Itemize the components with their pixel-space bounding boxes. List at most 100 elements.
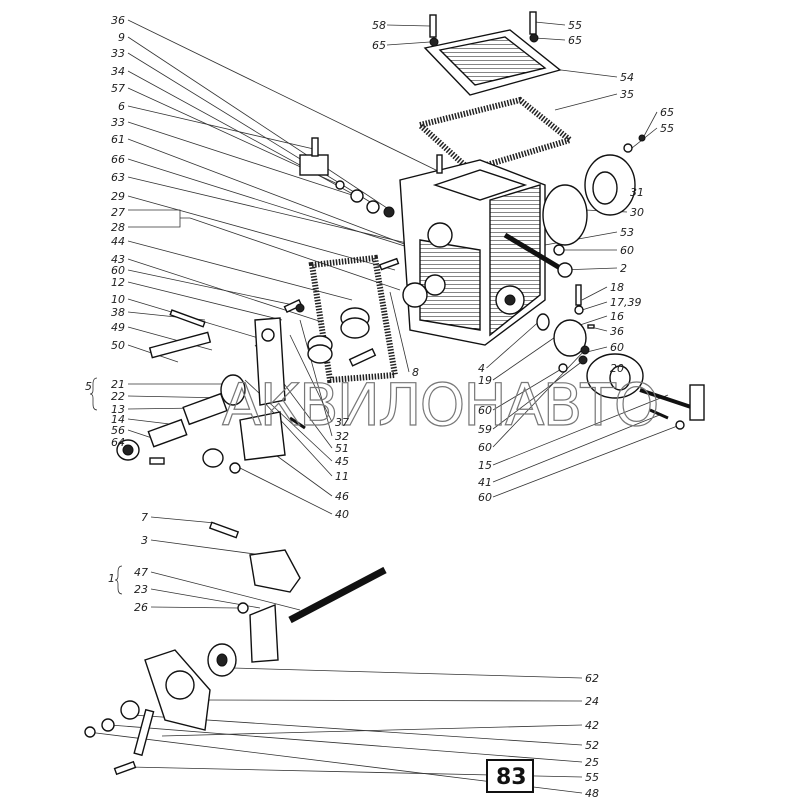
leader-line bbox=[492, 349, 586, 448]
leader-line bbox=[127, 240, 353, 301]
leader-line bbox=[486, 317, 544, 369]
gearbox-housing bbox=[399, 154, 546, 346]
callout-label: 55 bbox=[568, 19, 582, 32]
callout-label: 30 bbox=[630, 206, 644, 219]
callout-label: 51 bbox=[335, 442, 349, 455]
top-cover bbox=[413, 11, 577, 174]
callout-label: 60 bbox=[610, 341, 624, 354]
callout-label: 38 bbox=[111, 306, 125, 319]
callout-label: 59 bbox=[478, 423, 492, 436]
callout-label: 7 bbox=[141, 511, 148, 524]
leader-line bbox=[289, 334, 333, 423]
leader-line bbox=[492, 413, 663, 483]
leader-line bbox=[127, 176, 416, 246]
callout-label: 55 bbox=[660, 122, 674, 135]
leader-line bbox=[232, 667, 583, 679]
callout-label: 16 bbox=[610, 310, 624, 323]
leader-line bbox=[150, 516, 216, 524]
side-cover bbox=[503, 134, 646, 278]
leader-line bbox=[150, 571, 301, 611]
small-parts-upper bbox=[283, 137, 395, 314]
leader-line bbox=[127, 105, 319, 151]
leader-line bbox=[204, 699, 583, 702]
leader-line bbox=[534, 21, 566, 26]
leader-line bbox=[109, 724, 583, 763]
bolt-55 bbox=[529, 11, 537, 35]
group-label-5: 5 bbox=[85, 380, 92, 393]
callout-label: 62 bbox=[585, 672, 599, 685]
callout-label: 65 bbox=[568, 34, 582, 47]
leader-line bbox=[127, 19, 441, 173]
leader-line bbox=[131, 714, 583, 746]
callout-label: 41 bbox=[478, 476, 492, 489]
callout-label: 60 bbox=[478, 491, 492, 504]
leader-line bbox=[150, 539, 263, 556]
leader-line bbox=[492, 424, 681, 498]
callout-label: 36 bbox=[610, 325, 624, 338]
callout-label: 27 bbox=[111, 206, 125, 219]
shaft-assembly bbox=[84, 521, 387, 776]
callout-label: 60 bbox=[111, 264, 125, 277]
callout-label: 6 bbox=[118, 100, 125, 113]
callout-label: 22 bbox=[111, 390, 125, 403]
callout-label: 53 bbox=[620, 226, 634, 239]
leader-line bbox=[299, 319, 333, 437]
callout-label: 65 bbox=[372, 39, 386, 52]
leader-line bbox=[150, 606, 239, 609]
leader-line bbox=[127, 36, 391, 211]
leader-line bbox=[389, 291, 410, 373]
callout-label: 12 bbox=[111, 276, 125, 289]
callout-label: 4 bbox=[478, 362, 485, 375]
callout-label: 33 bbox=[111, 47, 125, 60]
leader-line bbox=[642, 111, 658, 139]
right-lever-assembly bbox=[536, 284, 705, 430]
leader-line bbox=[594, 327, 608, 332]
leader-line bbox=[239, 467, 333, 515]
callout-label: 33 bbox=[111, 116, 125, 129]
leader-line bbox=[386, 24, 431, 27]
callout-label: 50 bbox=[111, 339, 125, 352]
callout-label: 15 bbox=[478, 459, 492, 472]
group-brace-1 bbox=[114, 565, 123, 595]
leader-line bbox=[127, 70, 361, 199]
callout-label: 60 bbox=[478, 404, 492, 417]
leader-line bbox=[586, 346, 608, 353]
callout-label: 61 bbox=[111, 133, 125, 146]
leader-line bbox=[492, 394, 669, 466]
callout-label: 25 bbox=[585, 756, 599, 769]
callout-label: 55 bbox=[585, 771, 599, 784]
group-brace-5 bbox=[89, 377, 98, 411]
leader-line bbox=[127, 269, 299, 307]
leader-line bbox=[581, 286, 608, 301]
callout-label: 43 bbox=[111, 253, 125, 266]
callout-label: 40 bbox=[335, 508, 349, 521]
callout-label: 60 bbox=[620, 244, 634, 257]
callout-label: 66 bbox=[111, 153, 125, 166]
callout-label: 56 bbox=[111, 424, 125, 437]
callout-label: 34 bbox=[111, 65, 125, 78]
callout-labels: 3693334576336166632927284443601210384950… bbox=[111, 14, 674, 800]
leader-line bbox=[534, 37, 566, 41]
callout-label: 10 bbox=[111, 293, 125, 306]
callout-label: 20 bbox=[610, 362, 624, 375]
callout-label: 2 bbox=[620, 262, 627, 275]
callout-label: 63 bbox=[111, 171, 125, 184]
callout-label: 45 bbox=[335, 455, 349, 468]
leader-line bbox=[492, 359, 585, 430]
callout-label: 32 bbox=[335, 430, 349, 443]
callout-label: 24 bbox=[585, 695, 599, 708]
callout-label: 14 bbox=[111, 413, 125, 426]
callout-label: 13 bbox=[111, 403, 125, 416]
callout-label: 58 bbox=[372, 19, 386, 32]
callout-label: 46 bbox=[335, 490, 349, 503]
leader-line bbox=[492, 367, 564, 411]
callout-label: 60 bbox=[478, 441, 492, 454]
leader-line bbox=[581, 301, 608, 311]
callout-label: 52 bbox=[585, 739, 599, 752]
pin-36 bbox=[436, 154, 443, 174]
callout-label: 42 bbox=[585, 719, 599, 732]
callout-label: 64 bbox=[111, 436, 125, 449]
callout-label: 26 bbox=[134, 601, 148, 614]
callout-label: 36 bbox=[111, 14, 125, 27]
